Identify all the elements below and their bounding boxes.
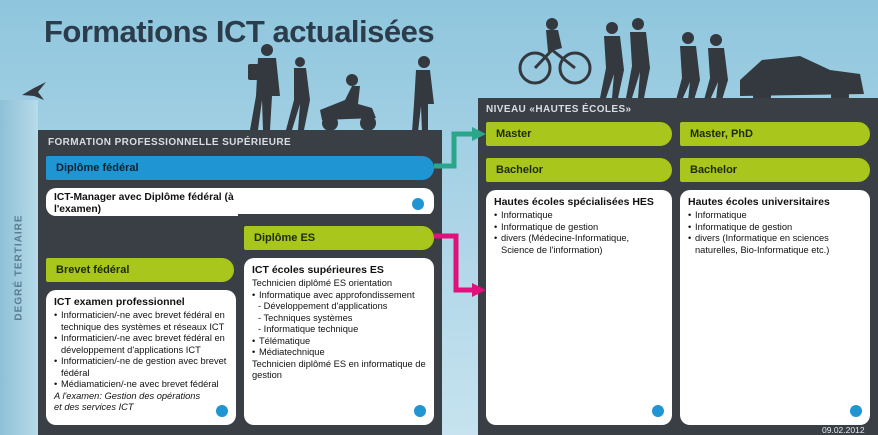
list-item: Informaticien/-ne de gestion avec brevet… — [54, 356, 228, 379]
panel-heading-right: NIVEAU «HAUTES ÉCOLES» — [486, 104, 632, 115]
bar-diplome-es: Diplôme ES — [244, 226, 434, 250]
bird-icon — [22, 82, 46, 100]
list-item: Informatique — [494, 210, 664, 222]
card-ict-manager-title: ICT-Manager avec Diplôme fédéral (à l'ex… — [54, 192, 234, 215]
hes-list: Informatique Informatique de gestion div… — [494, 210, 664, 256]
list-item: Informaticien/-ne avec brevet fédéral en… — [54, 333, 228, 356]
card-ict-manager: ICT-Manager avec Diplôme fédéral (à l'ex… — [46, 188, 434, 216]
list-item: Informatique de gestion — [494, 222, 664, 234]
uni-list: Informatique Informatique de gestion div… — [688, 210, 862, 256]
card-uni-title: Hautes écoles universitaires — [688, 196, 830, 208]
card-universites: Hautes écoles universitaires Informatiqu… — [680, 190, 870, 425]
list-item: divers (Informatique en sciences naturel… — [688, 233, 862, 256]
arrow-head-icon — [472, 127, 486, 141]
list-item: divers (Médecine-Informatique, Science d… — [494, 233, 664, 256]
card-hes-title: Hautes écoles spécialisées HES — [494, 196, 654, 208]
info-dot-icon[interactable] — [850, 405, 862, 417]
info-dot-icon[interactable] — [652, 405, 664, 417]
card-es-title: ICT écoles supérieures ES — [252, 264, 384, 276]
es-list: Technicien diplômé ES orientation Inform… — [252, 278, 426, 382]
silhouettes-illustration — [10, 18, 864, 132]
panel-heading-left: FORMATION PROFESSIONNELLE SUPÉRIEURE — [48, 137, 292, 148]
page-title: Formations ICT actualisées — [44, 14, 435, 49]
arrow-es-to-hes — [434, 233, 474, 293]
card-hes: Hautes écoles spécialisées HES Informati… — [486, 190, 672, 425]
examen-list: Informaticien/-ne avec brevet fédéral en… — [54, 310, 228, 391]
list-item: - Développement d'applications — [258, 301, 388, 311]
arrow-federal-to-master — [434, 131, 474, 169]
bar-brevet-federal: Brevet fédéral — [46, 258, 234, 282]
list-item: - Techniques systèmes — [258, 312, 353, 323]
list-item: Informaticien/-ne avec brevet fédéral en… — [54, 310, 228, 333]
info-dot-icon[interactable] — [412, 198, 424, 210]
list-item: Technicien diplômé ES en informatique de… — [252, 358, 426, 381]
side-strip — [0, 100, 38, 435]
date-label: 09.02.2012 — [822, 425, 865, 435]
bar-bachelor-uni: Bachelor — [680, 158, 870, 182]
list-item: Médiamaticien/-ne avec brevet fédéral — [54, 379, 228, 391]
list-item: Technicien diplômé ES orientation — [252, 278, 393, 288]
list-item: Médiatechnique — [252, 347, 426, 359]
card-ecoles-superieures: ICT écoles supérieures ES Technicien dip… — [244, 258, 434, 425]
card-examen-professionnel: ICT examen professionnel Informaticien/-… — [46, 290, 236, 425]
list-item: - Informatique technique — [258, 324, 359, 334]
bar-master-phd: Master, PhD — [680, 122, 870, 146]
bar-diplome-federal: Diplôme fédéral — [46, 156, 434, 180]
arrow-head-icon — [472, 283, 486, 297]
examen-note: A l'examen: Gestion des opérations et de… — [54, 390, 201, 413]
bar-bachelor-hes: Bachelor — [486, 158, 672, 182]
info-dot-icon[interactable] — [216, 405, 228, 417]
list-item: Informatique avec approfondissement — [252, 290, 426, 302]
list-item: Informatique de gestion — [688, 222, 862, 234]
list-item: Informatique — [688, 210, 862, 222]
list-item: Télématique — [252, 336, 426, 348]
bar-master: Master — [486, 122, 672, 146]
info-dot-icon[interactable] — [414, 405, 426, 417]
card-examen-title: ICT examen professionnel — [54, 296, 185, 308]
